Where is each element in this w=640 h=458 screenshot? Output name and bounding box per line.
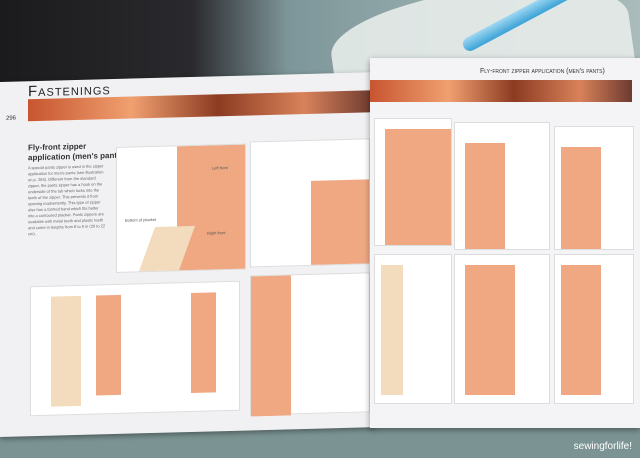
diagram-10: [554, 254, 634, 404]
diagram-8: [374, 254, 452, 404]
header-band-right: [370, 80, 632, 102]
diagram-7: [554, 126, 634, 250]
label-placket: Bottom of placket: [125, 216, 156, 223]
label-right-front: Right front: [207, 230, 226, 236]
page-number: 296: [6, 115, 17, 122]
running-title: Fly-front zipper application (men's pant…: [480, 68, 605, 75]
diagram-4: [250, 272, 370, 417]
diagram-5: [374, 118, 452, 246]
watermark: sewingforlife!: [573, 441, 632, 452]
diagram-6: [454, 122, 550, 250]
diagram-9: [454, 254, 550, 404]
diagram-2: [250, 138, 370, 268]
intro-text: A special pants zipper is used in the zi…: [28, 163, 106, 237]
label-left-front: Left front: [212, 165, 228, 171]
page-heading: Fly-front zipper application (men's pant…: [28, 141, 125, 163]
diagram-1: Left front Right front Bottom of placket: [116, 143, 246, 273]
right-page: Fly-front zipper application (men's pant…: [370, 58, 640, 428]
diagram-3: [30, 280, 240, 417]
section-title: Fastenings: [28, 81, 111, 101]
left-page: Fastenings 296 Fly-front zipper applicat…: [0, 72, 375, 437]
